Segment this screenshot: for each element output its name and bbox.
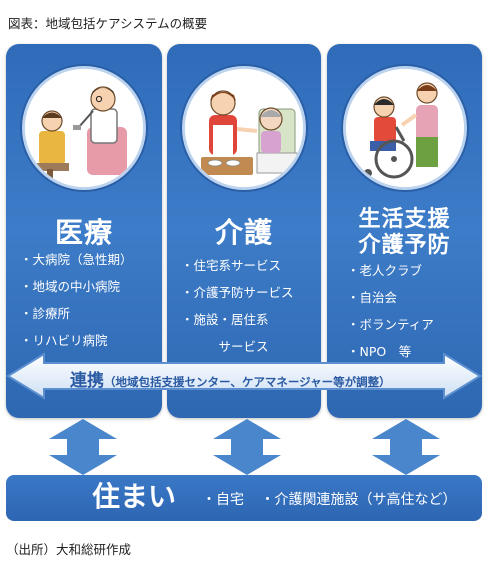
coordination-label: 連携（地域包括支援センター、ケアマネージャー等が調整） xyxy=(70,366,391,391)
up-down-arrow-icon xyxy=(49,419,117,475)
caregiver-illustration xyxy=(182,66,306,190)
wheelchair-illustration xyxy=(343,66,467,190)
care-panel: 介護 ・住宅系サービス ・介護予防サービス ・施設・居住系 サービス xyxy=(167,44,321,418)
list-item: ・ボランティア xyxy=(347,317,434,332)
up-down-arrow-icon xyxy=(372,419,440,475)
housing-bar: 住まい ・自宅 ・介護関連施設（サ高住など） xyxy=(6,475,482,521)
coordination-note: （地域包括支援センター、ケアマネージャー等が調整） xyxy=(104,375,391,389)
list-item: ・大病院（急性期） xyxy=(20,252,133,267)
housing-title: 住まい xyxy=(92,480,177,513)
list-item: ・診療所 xyxy=(20,306,71,321)
list-item: ・住宅系サービス xyxy=(181,258,282,273)
list-item: ・自宅 xyxy=(202,492,244,508)
list-item: ・施設・居住系 xyxy=(181,312,269,327)
housing-item-list: ・自宅 ・介護関連施設（サ高住など） xyxy=(202,489,468,509)
doctor-icon xyxy=(25,69,143,187)
list-item: ・老人クラブ xyxy=(347,263,423,278)
list-item: ・NPO 等 xyxy=(347,344,412,359)
medical-item-list: ・大病院（急性期） ・地域の中小病院 ・診療所 ・リハビリ病院 xyxy=(20,246,158,354)
care-item-list: ・住宅系サービス ・介護予防サービス ・施設・居住系 サービス xyxy=(181,252,317,360)
doctor-illustration xyxy=(22,66,146,190)
life-support-title-line2: 介護予防 xyxy=(358,233,451,258)
source-note: （出所）大和総研作成 xyxy=(6,542,132,557)
care-title: 介護 xyxy=(214,216,273,249)
list-item: サービス xyxy=(181,339,269,354)
list-item: ・自治会 xyxy=(347,290,398,305)
medical-panel: 医療 ・大病院（急性期） ・地域の中小病院 ・診療所 ・リハビリ病院 xyxy=(6,44,162,418)
caregiver-icon xyxy=(185,69,303,187)
wheelchair-icon xyxy=(346,69,464,187)
list-item: ・介護予防サービス xyxy=(181,285,294,300)
up-down-arrow-icon xyxy=(213,419,281,475)
list-item: ・地域の中小病院 xyxy=(20,279,121,294)
coordination-arrow: 連携（地域包括支援センター、ケアマネージャー等が調整） xyxy=(6,352,482,400)
double-arrow-icon xyxy=(6,352,482,400)
life-support-item-list: ・老人クラブ ・自治会 ・ボランティア ・NPO 等 xyxy=(347,257,478,365)
figure-caption: 図表：地域包括ケアシステムの概要 xyxy=(8,16,208,31)
medical-title: 医療 xyxy=(54,216,113,249)
coordination-title: 連携 xyxy=(70,371,104,391)
list-item: ・リハビリ病院 xyxy=(20,333,108,348)
life-support-panel: 生活支援 介護予防 ・老人クラブ ・自治会 ・ボランティア ・NPO 等 xyxy=(327,44,482,418)
list-item: ・介護関連施設（サ高住など） xyxy=(260,492,457,508)
life-support-title-line1: 生活支援 xyxy=(358,207,451,232)
